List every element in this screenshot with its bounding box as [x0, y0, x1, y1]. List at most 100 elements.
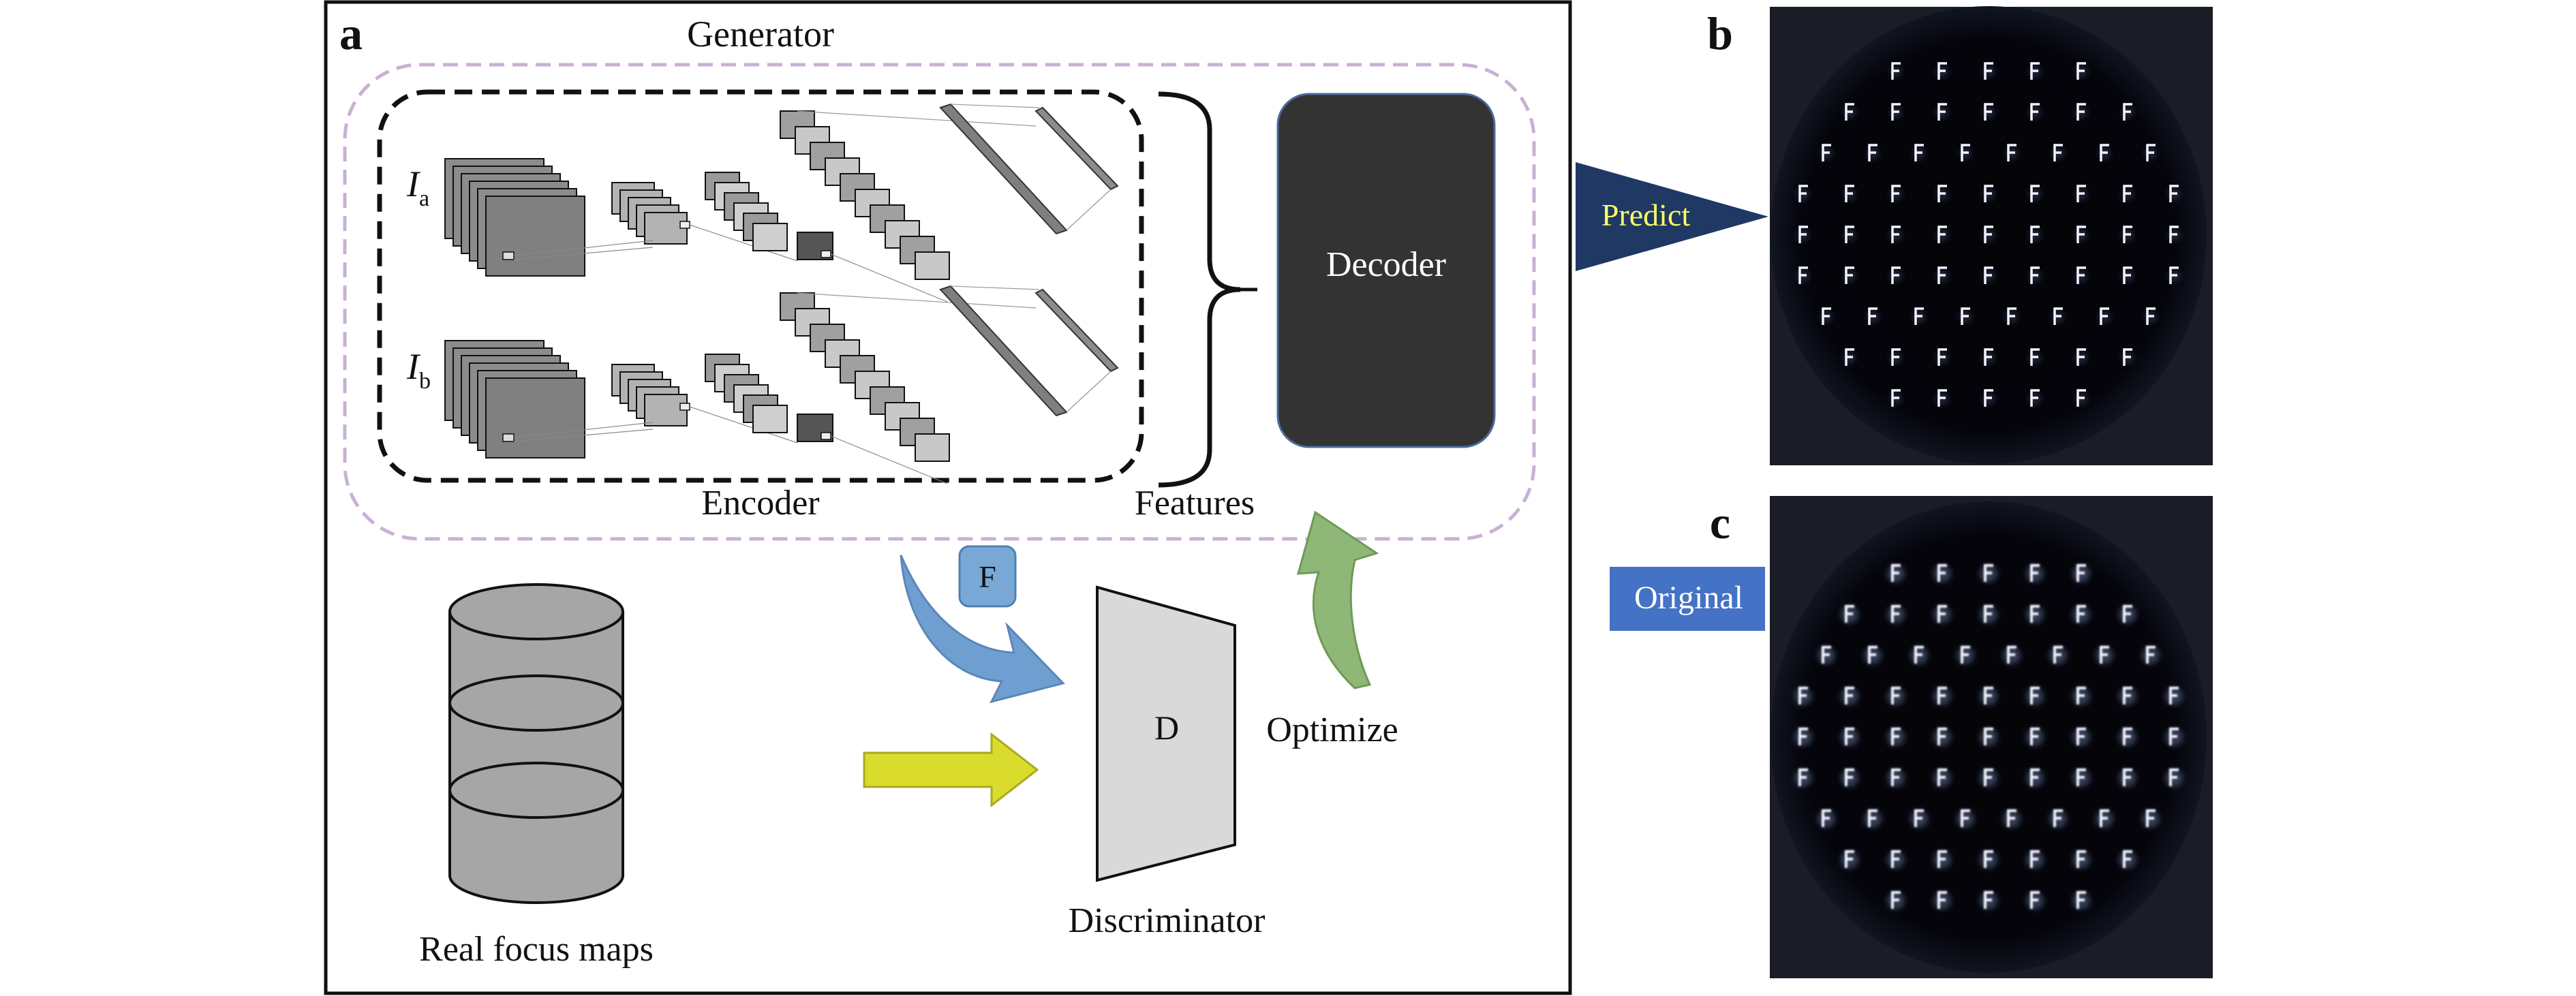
focus-spot	[2072, 728, 2090, 746]
focus-spot	[2072, 850, 2090, 869]
focus-spot	[2121, 266, 2134, 284]
focus-spot	[1818, 809, 1835, 828]
focus-spot	[2121, 185, 2134, 202]
focus-spot	[2026, 850, 2044, 869]
focus-spot	[1887, 728, 1905, 746]
focus-spot	[2029, 62, 2041, 80]
focus-spot	[2075, 348, 2087, 366]
focus-spot	[1890, 62, 1902, 80]
focus-spot	[1890, 185, 1902, 202]
focus-spot	[1980, 605, 1997, 623]
focus-spot	[1982, 348, 1995, 366]
focus-spot	[1887, 891, 1905, 909]
focus-spot	[1936, 103, 1948, 121]
focus-spot	[2029, 103, 2041, 121]
focus-spot	[1936, 389, 1948, 407]
focus-spot	[2029, 389, 2041, 407]
focus-spot	[2119, 605, 2136, 623]
fake-arrow	[900, 555, 1065, 704]
focus-spot	[2072, 564, 2090, 582]
focus-spot	[2121, 103, 2134, 121]
focus-spot	[1957, 809, 1974, 828]
focus-spot	[2075, 103, 2087, 121]
generator-box	[343, 63, 1536, 541]
focus-spot	[2075, 185, 2087, 202]
focus-spot	[1913, 144, 1925, 161]
focus-spot	[2026, 728, 2044, 746]
database-label: Real focus maps	[419, 930, 654, 969]
cnn-branch-b	[444, 285, 1119, 484]
focus-spot	[2075, 225, 2087, 243]
focus-spot	[2072, 768, 2090, 787]
encoder-box	[377, 89, 1144, 483]
discriminator-symbol: D	[1154, 709, 1179, 747]
focus-spot	[2165, 768, 2183, 787]
focus-spot	[1843, 348, 1856, 366]
focus-spot	[1794, 728, 1812, 746]
focus-spot	[2072, 687, 2090, 705]
focus-spot	[1867, 307, 1879, 325]
fake-tag-box	[958, 545, 1017, 608]
focus-spot	[1936, 348, 1948, 366]
panel-c-letter: c	[1710, 497, 1730, 548]
focus-spot	[1933, 564, 1951, 582]
focus-spot	[2075, 62, 2087, 80]
focus-spot	[1936, 62, 1948, 80]
focus-spot	[1843, 103, 1856, 121]
focus-spot	[1843, 185, 1856, 202]
encoder-label: Encoder	[701, 484, 819, 523]
focus-spot	[1933, 687, 1951, 705]
focus-spot	[1980, 850, 1997, 869]
focus-spot	[1887, 768, 1905, 787]
discriminator-label: Discriminator	[1069, 901, 1266, 940]
focus-spot	[1982, 389, 1995, 407]
focus-spot	[1980, 687, 1997, 705]
focus-spot	[2072, 605, 2090, 623]
focus-spot	[1959, 307, 1972, 325]
focus-spot	[1887, 605, 1905, 623]
focus-spot	[1980, 768, 1997, 787]
focus-spot	[2003, 646, 2021, 664]
optimize-label: Optimize	[1266, 711, 1398, 749]
predicted-focus-photo	[1770, 6, 2213, 465]
focus-spot	[2145, 307, 2157, 325]
focus-spot	[1797, 185, 1809, 202]
focus-spot	[1980, 564, 1997, 582]
focus-spot	[2003, 809, 2021, 828]
focus-spot	[2145, 144, 2157, 161]
focus-spot	[2052, 307, 2064, 325]
focus-spot	[1890, 348, 1902, 366]
panel-b-letter: b	[1707, 7, 1733, 59]
focus-spot	[1867, 144, 1879, 161]
focus-spot	[1936, 185, 1948, 202]
focus-spot	[1864, 809, 1882, 828]
focus-spot	[1797, 225, 1809, 243]
focus-spot	[1890, 266, 1902, 284]
focus-spot	[1933, 605, 1951, 623]
focus-spot	[2142, 646, 2160, 664]
focus-spot	[1843, 266, 1856, 284]
focus-spot	[1982, 185, 1995, 202]
features-label: Features	[1135, 484, 1255, 523]
focus-spot	[2168, 225, 2180, 243]
focus-spot	[1933, 728, 1951, 746]
focus-spot	[2026, 891, 2044, 909]
focus-spot	[2049, 809, 2067, 828]
input-a-label: Ia	[406, 164, 429, 211]
focus-spot	[1982, 103, 1995, 121]
focus-spot	[1841, 605, 1858, 623]
focus-spot	[1794, 768, 1812, 787]
focus-spot	[1936, 225, 1948, 243]
decoder-block	[1276, 93, 1496, 448]
focus-spot	[2098, 307, 2111, 325]
optimize-arrow	[1296, 510, 1379, 689]
focus-spot	[1887, 850, 1905, 869]
focus-spot	[2119, 728, 2136, 746]
focus-spot	[1936, 266, 1948, 284]
focus-spot	[2029, 348, 2041, 366]
focus-spot	[1913, 307, 1925, 325]
focus-spot	[1794, 687, 1812, 705]
focus-spot	[2052, 144, 2064, 161]
original-label: Original	[1634, 580, 1743, 616]
